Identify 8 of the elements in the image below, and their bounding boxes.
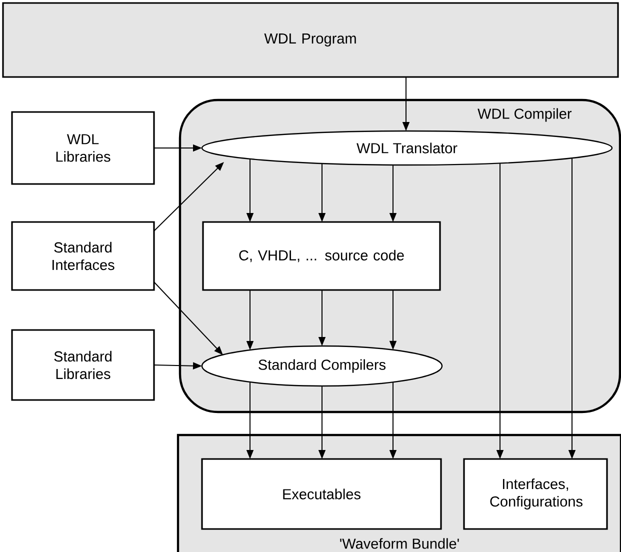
executables-box: Executables <box>201 458 442 530</box>
interface-box: Standard Interfaces <box>11 221 155 291</box>
configurations-box: Interfaces, Configurations <box>463 458 608 530</box>
library-box: WDL Libraries <box>11 111 155 185</box>
source-code-box: C, VHDL, ... source code <box>202 221 441 291</box>
arrow <box>154 162 224 232</box>
program-box: WDL Program <box>2 2 619 78</box>
library-box: Standard Libraries <box>11 329 155 401</box>
